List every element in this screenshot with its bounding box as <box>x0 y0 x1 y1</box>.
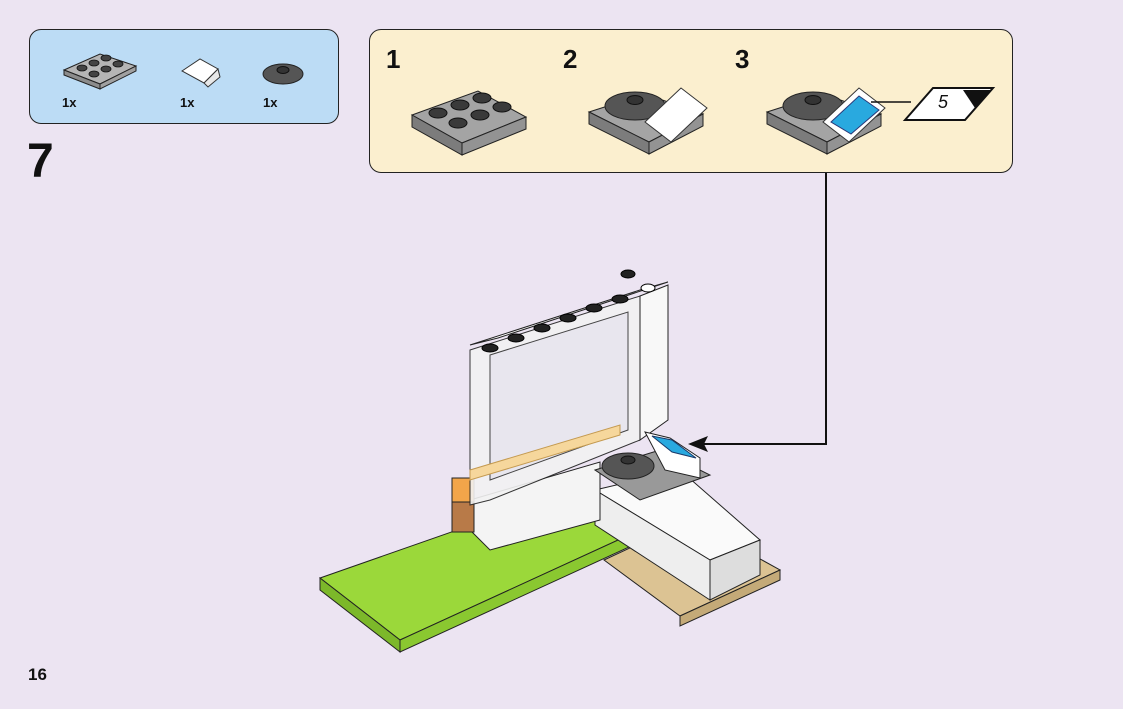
round-plate <box>601 452 655 480</box>
sticker-icon <box>902 87 996 121</box>
page-number: 16 <box>28 665 47 684</box>
round-plate-slope-sub-icon <box>587 87 708 155</box>
sticker-label: 5 <box>938 92 949 112</box>
studs-top <box>481 269 656 353</box>
part-quantity: 1x <box>62 95 77 110</box>
sub-step-number: 1 <box>386 44 401 74</box>
part-quantity: 1x <box>180 95 195 110</box>
plate-2x3-sub-icon <box>410 90 528 156</box>
slope-tile-part-icon <box>181 58 221 88</box>
sticker-slope <box>644 431 701 479</box>
sub-step-number: 3 <box>735 44 750 74</box>
round-plate-part-icon <box>262 63 304 85</box>
part-quantity: 1x <box>263 95 278 110</box>
sticker-applied-sub-icon <box>765 87 911 155</box>
step-number: 7 <box>27 135 54 188</box>
sub-step-number: 2 <box>563 44 578 74</box>
sub-assembly-box: 1 2 3 5 <box>369 29 1013 173</box>
parts-list-box: 1x 1x 1x <box>29 29 339 124</box>
plate-2x3-part-icon <box>62 53 138 90</box>
